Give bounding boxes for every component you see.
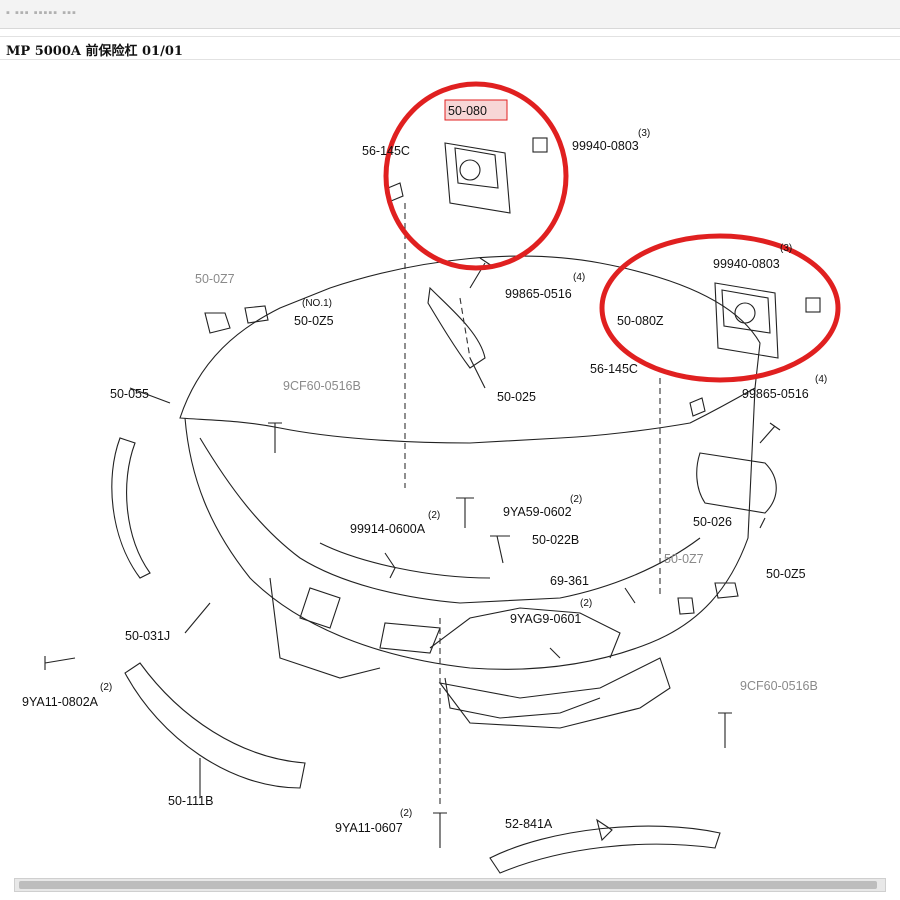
highlighted-label-box	[444, 99, 508, 121]
diagram-svg: 50-080 56-145C (3) 99940-0803 (3) 99940-…	[22, 81, 841, 874]
label-9ya11-0607: 9YA11-0607	[335, 821, 403, 835]
label-99914: 99914-0600A	[350, 522, 426, 536]
bumper-inner-line	[199, 437, 701, 604]
label-99940-top: 99940-0803	[572, 139, 639, 153]
bumper-slot-mid	[379, 622, 441, 654]
plug-50-022b	[490, 535, 510, 564]
label-qty-9ya59: (2)	[570, 494, 582, 505]
label-50-022b: 50-022B	[532, 533, 579, 547]
bracket-left-plate	[444, 142, 511, 214]
label-69-361: 69-361	[550, 574, 589, 588]
toolbar-ghost-text: ▪ ▪▪▪ ▪▪▪▪▪ ▪▪▪	[6, 7, 77, 19]
label-9cf60-right: 9CF60-0516B	[740, 679, 818, 693]
leader-50-025	[469, 357, 486, 389]
part-69-361	[624, 587, 636, 604]
screw-9cf60-left	[268, 422, 282, 453]
screw-9ag9	[549, 647, 561, 659]
label-50-031j: 50-031J	[125, 629, 170, 643]
label-qty-4-right: (4)	[815, 374, 827, 385]
parts-diagram: 50-080 56-145C (3) 99940-0803 (3) 99940-…	[0, 58, 900, 878]
leader-50-031j	[184, 602, 211, 634]
label-9ya11-0802a: 9YA11-0802A	[22, 695, 99, 709]
bracket-right-inner	[721, 289, 771, 334]
lamp-left	[427, 286, 486, 369]
label-56-145c-right: 56-145C	[590, 362, 638, 376]
document-title-bar: MP 5000A 前保险杠 01/01	[0, 36, 900, 60]
lower-lip	[489, 825, 721, 874]
bracket-right-plate	[714, 282, 779, 359]
bolt-99865-top	[469, 257, 496, 289]
label-50-111b: 50-111B	[168, 794, 213, 808]
highlight-circle-left	[383, 81, 569, 271]
assembly-leaders	[404, 203, 661, 808]
horizontal-scrollbar[interactable]	[14, 878, 886, 892]
label-99940-right: 99940-0803	[713, 257, 780, 271]
clip-50-0z7-left	[204, 312, 231, 334]
top-toolbar-strip: ▪ ▪▪▪ ▪▪▪▪▪ ▪▪▪	[0, 0, 900, 29]
label-99865-right: 99865-0516	[742, 387, 809, 401]
scrollbar-thumb[interactable]	[19, 881, 877, 889]
label-no1: (NO.1)	[302, 298, 332, 309]
part-52-841a	[596, 818, 613, 842]
label-50-0z7-left: 50-0Z7	[195, 272, 235, 286]
label-qty-9ag9: (2)	[580, 598, 592, 609]
label-50-0z7-right: 50-0Z7	[664, 552, 704, 566]
label-50-055: 50-055	[110, 387, 149, 401]
bolt-99865-right	[759, 422, 781, 444]
rivet-9ya59	[456, 497, 474, 528]
bumper-crease	[319, 542, 491, 579]
leader-50-026	[759, 517, 766, 529]
label-qty-3-right: (3)	[780, 243, 792, 254]
label-99865-top: 99865-0516	[505, 287, 572, 301]
bumper-bottom	[444, 677, 601, 719]
nut-right	[805, 297, 821, 313]
clip-50-0z7-right	[677, 597, 695, 615]
label-50-0z5-right: 50-0Z5	[766, 567, 806, 581]
bumper-outline	[179, 255, 761, 444]
label-bracket-left: 50-080	[448, 104, 487, 118]
label-50-025: 50-025	[497, 390, 536, 404]
leader-50-055	[129, 387, 171, 404]
label-qty-4-top: (4)	[573, 272, 585, 283]
label-9ya59: 9YA59-0602	[503, 505, 572, 519]
bumper-opening	[429, 607, 621, 659]
label-9ag9: 9YAG9-0601	[510, 612, 581, 626]
highlight-circle-right	[599, 233, 841, 383]
fog-recess-left	[269, 577, 381, 679]
label-50-0z5-left: 50-0Z5	[294, 314, 334, 328]
screw-9cf60-right	[718, 712, 732, 748]
bolt-9ya11-0802a	[44, 656, 76, 670]
leader-lamp-left	[459, 297, 471, 359]
label-50-026: 50-026	[693, 515, 732, 529]
clip-50-0z5-right	[714, 582, 739, 599]
side-strip	[111, 437, 151, 579]
lamp-right	[696, 452, 777, 514]
page-title: MP 5000A 前保险杠 01/01	[6, 44, 183, 59]
grille-outline	[124, 662, 306, 789]
label-56-145c-top: 56-145C	[362, 144, 410, 158]
line-art	[44, 137, 821, 874]
bolt-9ya11-0607	[433, 812, 447, 848]
label-qty-99914: (2)	[428, 510, 440, 521]
bumper-lower	[184, 387, 756, 670]
label-qty-3-top: (3)	[638, 128, 650, 139]
fog-recess-right	[438, 657, 671, 729]
bracket-right-hole	[734, 302, 756, 324]
bolt-56-145c-right	[689, 397, 706, 417]
clip-99914	[384, 552, 396, 579]
label-qty-9ya11-0607: (2)	[400, 808, 412, 819]
nut-top	[532, 137, 548, 153]
bumper-slot-left	[299, 587, 341, 629]
label-52-841a: 52-841A	[505, 817, 553, 831]
label-qty-9ya11-0802a: (2)	[100, 682, 112, 693]
bracket-left-inner	[454, 147, 499, 189]
label-9cf60-left: 9CF60-0516B	[283, 379, 361, 393]
bracket-left-hole	[459, 159, 481, 181]
label-bracket-right: 50-080Z	[617, 314, 664, 328]
clip-50-0z5-left	[244, 305, 269, 324]
